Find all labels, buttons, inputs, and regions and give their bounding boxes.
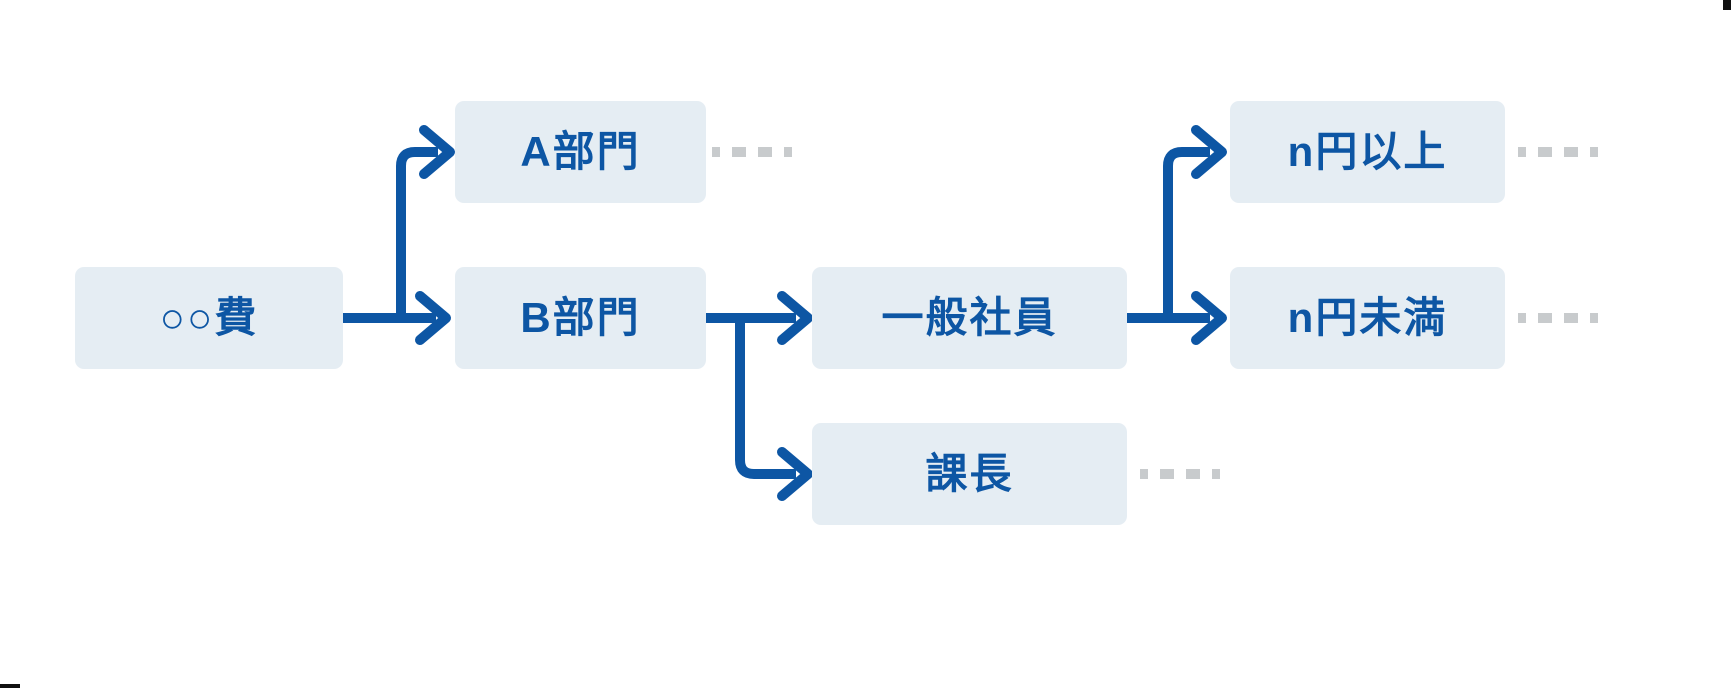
arrow-expense-branch <box>343 125 455 345</box>
node-dept-b-label: B部門 <box>520 294 641 341</box>
arrow-elbow-up <box>1163 147 1210 318</box>
screenshot-crop-artifact-top-right <box>1723 0 1731 10</box>
arrowhead-to-dept-b-icon <box>415 291 451 345</box>
node-amount-under: n円未満 <box>1230 267 1505 369</box>
node-amount-over: n円以上 <box>1230 101 1505 203</box>
arrowhead-to-staff-icon <box>777 291 813 345</box>
node-dept-a-label: A部門 <box>520 128 641 175</box>
node-staff-label: 一般社員 <box>881 294 1058 341</box>
node-manager-label: 課長 <box>925 450 1014 497</box>
node-dept-a: A部門 <box>455 101 706 203</box>
arrowhead-to-dept-a-icon <box>419 125 455 179</box>
arrowhead-to-amount-over-icon <box>1191 125 1227 179</box>
node-expense-label: ○○費 <box>159 294 259 341</box>
node-staff: 一般社員 <box>812 267 1127 369</box>
screenshot-crop-artifact-bottom-left <box>0 684 20 688</box>
arrowhead-to-amount-under-icon <box>1191 291 1227 345</box>
node-expense: ○○費 <box>75 267 343 369</box>
arrow-elbow-down <box>735 318 796 479</box>
arrowhead-to-manager-icon <box>777 447 813 501</box>
node-amount-over-label: n円以上 <box>1287 128 1448 175</box>
node-manager: 課長 <box>812 423 1127 525</box>
node-amount-under-label: n円未満 <box>1287 294 1448 341</box>
arrow-elbow-up <box>396 147 438 318</box>
node-dept-b: B部門 <box>455 267 706 369</box>
arrow-dept-b-branch <box>706 291 813 501</box>
arrow-staff-branch <box>1127 125 1227 345</box>
